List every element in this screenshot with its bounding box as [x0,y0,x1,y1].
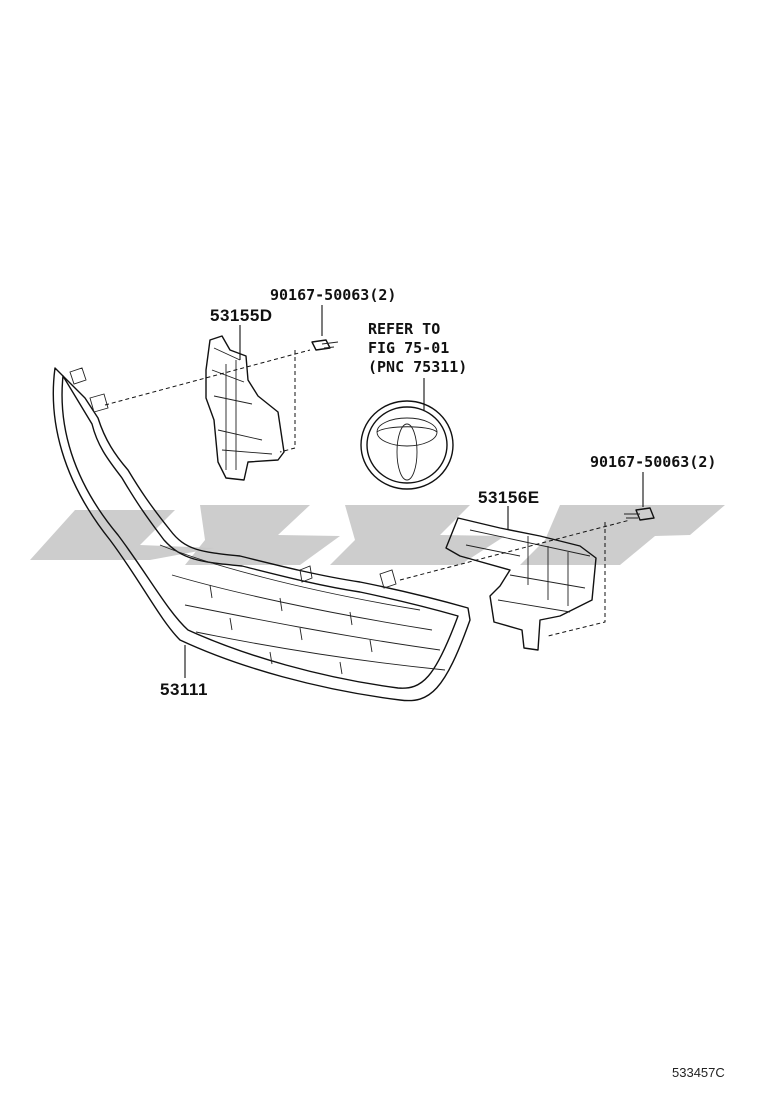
figure-number: 533457C [672,1065,725,1080]
bolt-icon-top [311,339,339,351]
watermark [30,505,725,565]
label-bracket-left: 53155D [210,306,273,325]
label-reference-line3: (PNC 75311) [368,358,467,376]
label-reference-line1: REFER TO [368,320,440,338]
bracket-53155D [205,335,285,481]
label-bolt-top: 90167-50063(2) [270,286,396,304]
label-bracket-right: 53156E [478,488,540,507]
emblem-icon [360,400,454,490]
label-reference-line2: FIG 75-01 [368,339,449,357]
label-grille: 53111 [160,680,208,699]
bracket-53156E [445,517,597,651]
bolt-icon-right [624,507,655,521]
label-bolt-right: 90167-50063(2) [590,453,716,471]
assembly-lines [104,349,631,637]
grille-53111 [52,367,471,702]
leaders [184,305,644,678]
